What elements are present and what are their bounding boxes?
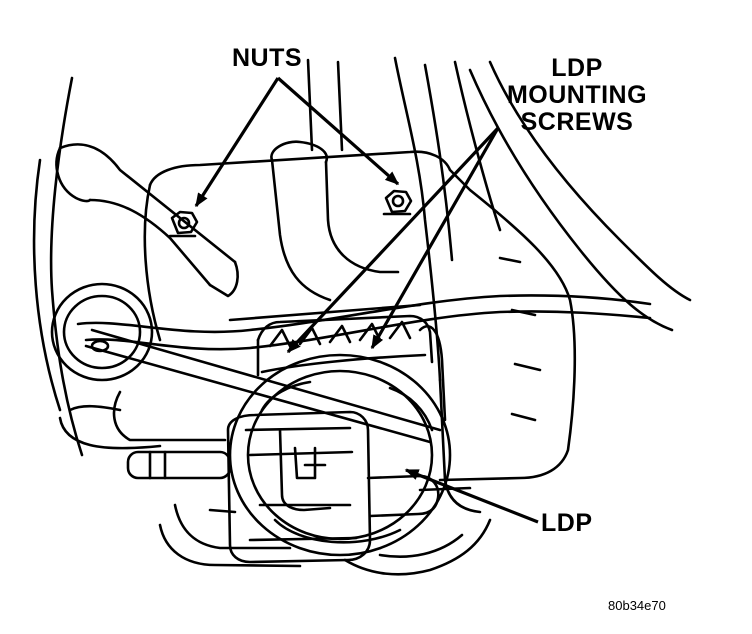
ldp-left-port bbox=[126, 450, 232, 480]
nuts-label: NUTS bbox=[232, 44, 303, 72]
mounting-nut-left bbox=[168, 210, 199, 238]
screws-arrow-left bbox=[286, 126, 500, 354]
ldp-solenoid-block bbox=[226, 410, 372, 564]
figure-id: 80b34e70 bbox=[608, 598, 666, 613]
nuts-arrow-left bbox=[194, 77, 280, 208]
ldp-screws-line-2: MOUNTING bbox=[506, 81, 648, 109]
vent-hose bbox=[55, 143, 239, 298]
ldp-label: LDP bbox=[541, 509, 593, 537]
mounting-nut-right bbox=[382, 189, 413, 216]
ldp-arrow bbox=[404, 468, 539, 524]
housing-right-edge bbox=[438, 378, 482, 514]
nuts-arrow-right bbox=[276, 76, 400, 186]
callout-arrows bbox=[194, 76, 539, 524]
ldp-screws-line-3: SCREWS bbox=[520, 108, 634, 136]
upper-hose bbox=[270, 140, 400, 302]
screws-arrow-right bbox=[370, 127, 500, 350]
background-tubes bbox=[306, 56, 692, 382]
vehicle-body-lines bbox=[32, 76, 84, 457]
ldp-screws-line-1: LDP bbox=[551, 54, 603, 82]
lower-hose bbox=[158, 503, 492, 576]
ldp-mounting-screws-label: LDP MOUNTING SCREWS bbox=[492, 55, 662, 136]
grommet-fitting bbox=[50, 282, 154, 382]
